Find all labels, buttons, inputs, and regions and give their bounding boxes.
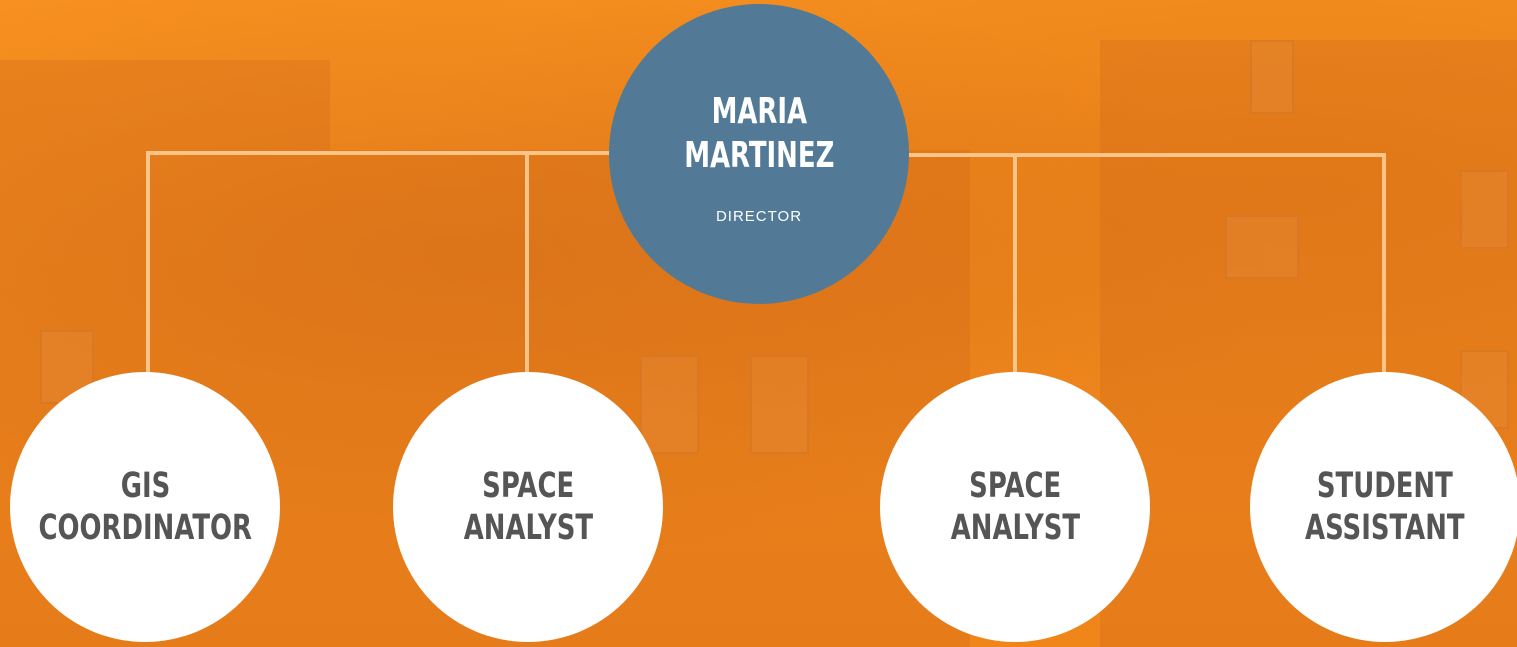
connector-horizontal-right	[903, 153, 1386, 157]
role-node-student-assistant: STUDENT ASSISTANT	[1250, 372, 1517, 642]
role-label-line2: ANALYST	[950, 508, 1080, 548]
role-node-space-analyst-2: SPACE ANALYST	[880, 372, 1150, 642]
connector-vertical-gis	[146, 151, 150, 391]
background-window	[1460, 170, 1509, 249]
connector-horizontal-left	[146, 151, 616, 155]
role-label-line2: ASSISTANT	[1305, 508, 1465, 548]
role-label-line2: COORDINATOR	[38, 508, 252, 548]
role-label-line1: SPACE	[481, 466, 575, 506]
connector-vertical-space-1	[525, 151, 529, 391]
role-node-gis-coordinator: GIS COORDINATOR	[10, 372, 280, 642]
role-label-line1: STUDENT	[1317, 466, 1453, 506]
background-window	[1460, 350, 1509, 429]
background-window	[1250, 40, 1294, 114]
director-name-line2: MARTINEZ	[683, 134, 835, 176]
background-window	[750, 355, 809, 454]
director-node: MARIA MARTINEZ DIRECTOR	[609, 4, 909, 304]
background-window	[1225, 215, 1299, 279]
connector-vertical-student	[1382, 153, 1386, 393]
background-window	[640, 355, 699, 454]
role-node-space-analyst-1: SPACE ANALYST	[393, 372, 663, 642]
role-label-line1: GIS	[120, 466, 170, 506]
role-label-line1: SPACE	[968, 466, 1062, 506]
role-label-line2: ANALYST	[463, 508, 593, 548]
director-name-line1: MARIA	[711, 90, 807, 132]
director-title: DIRECTOR	[715, 207, 803, 225]
connector-vertical-space-2	[1013, 153, 1017, 393]
